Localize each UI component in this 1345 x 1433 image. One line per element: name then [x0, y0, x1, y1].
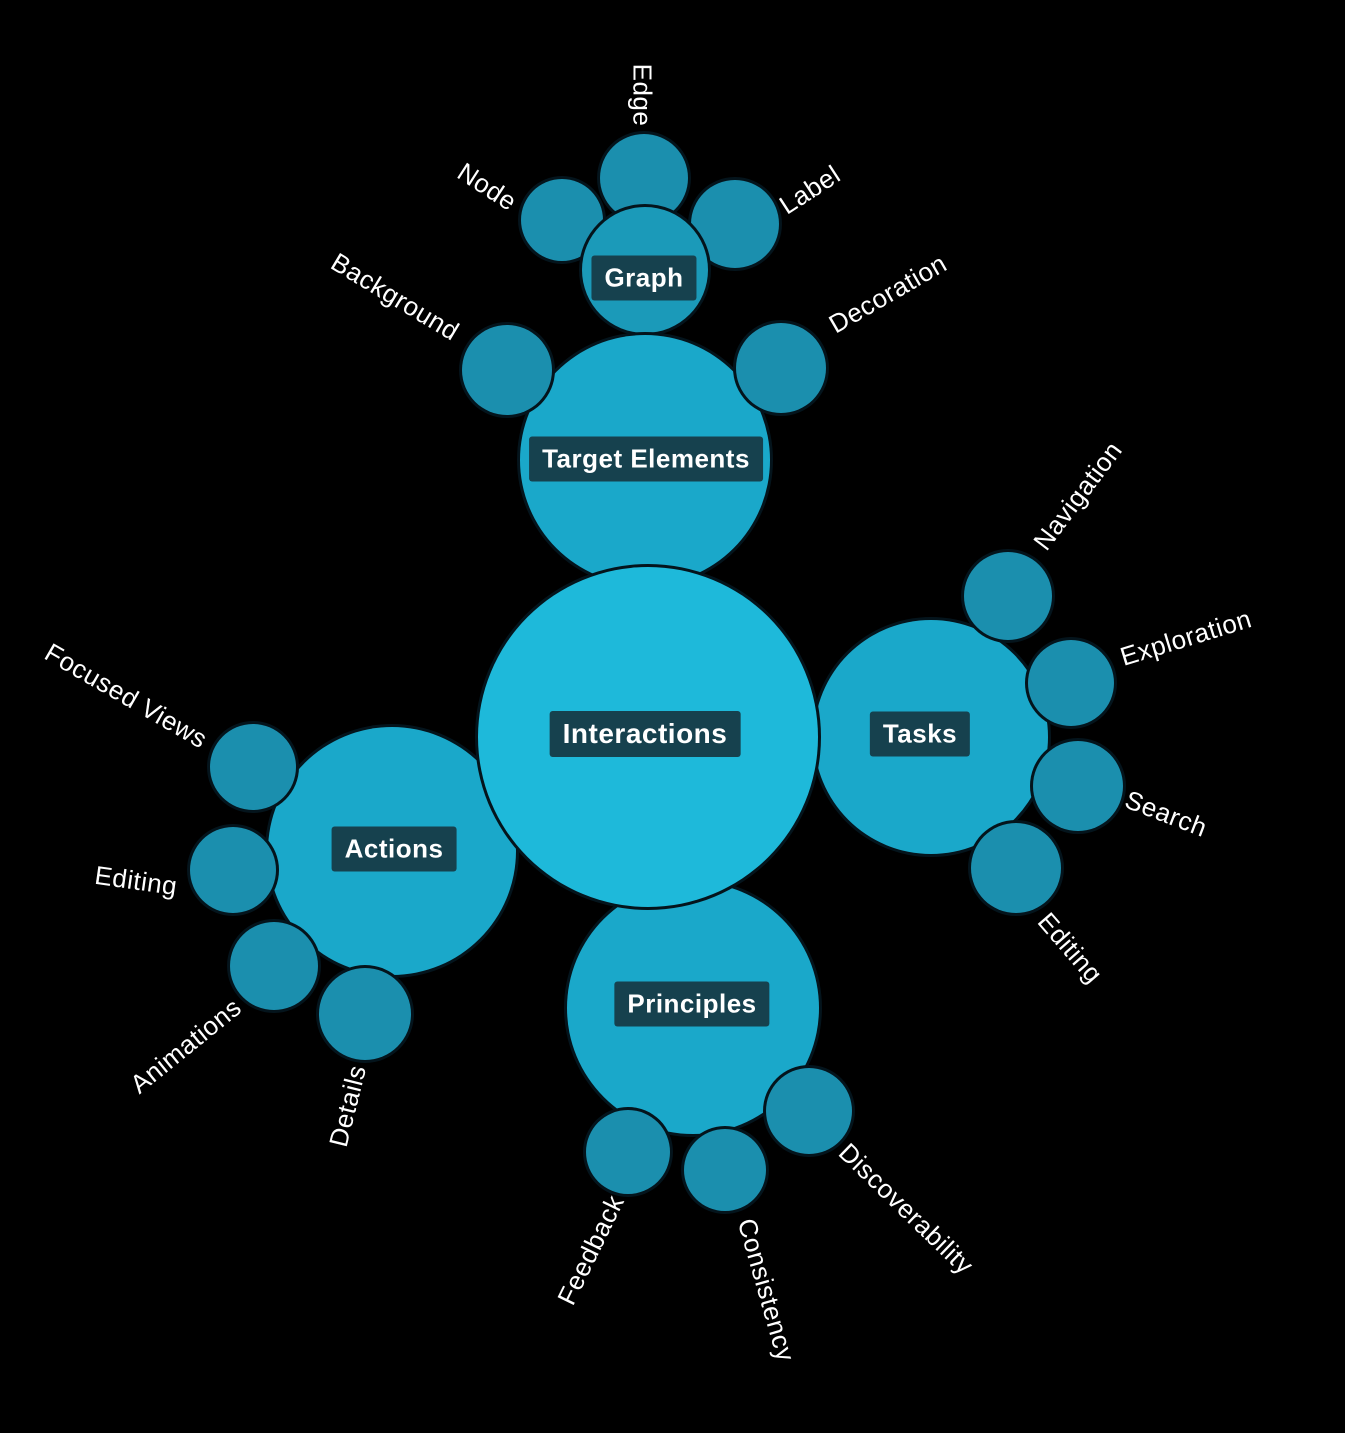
node-circle-decoration[interactable]	[736, 323, 826, 413]
leaf-label-feedback: Feedback	[551, 1190, 630, 1310]
leaf-label-navigation: Navigation	[1027, 435, 1129, 556]
node-circle-animations[interactable]	[230, 922, 318, 1010]
node-circle-editing-actions[interactable]	[190, 827, 276, 913]
node-circle-background[interactable]	[462, 325, 552, 415]
leaf-label-discoverability: Discoverability	[832, 1137, 980, 1281]
leaf-label-animations: Animations	[124, 991, 248, 1100]
leaf-label-search: Search	[1120, 784, 1212, 843]
node-chip-tasks[interactable]: Tasks	[869, 711, 971, 757]
node-chip-interactions[interactable]: Interactions	[549, 711, 741, 757]
node-circle-editing-tasks[interactable]	[971, 823, 1061, 913]
leaf-label-label: Label	[773, 158, 846, 221]
node-chip-graph[interactable]: Graph	[591, 255, 697, 301]
node-chip-principles[interactable]: Principles	[614, 981, 770, 1027]
node-circle-exploration[interactable]	[1028, 640, 1114, 726]
node-circle-feedback[interactable]	[586, 1110, 670, 1194]
leaf-label-editing-tasks: Editing	[1031, 906, 1109, 989]
leaf-label-background: Background	[325, 246, 465, 347]
leaf-label-edge: Edge	[627, 63, 658, 127]
node-circle-details[interactable]	[319, 968, 411, 1060]
node-circle-navigation[interactable]	[964, 552, 1052, 640]
leaf-label-node: Node	[452, 156, 523, 217]
node-circle-focused-views[interactable]	[210, 724, 296, 810]
leaf-label-editing-actions: Editing	[92, 859, 180, 902]
leaf-label-decoration: Decoration	[823, 247, 952, 340]
node-circle-consistency[interactable]	[684, 1129, 766, 1211]
node-circle-discoverability[interactable]	[766, 1068, 852, 1154]
leaf-label-details: Details	[322, 1061, 373, 1150]
node-chip-target-elements[interactable]: Target Elements	[529, 436, 763, 482]
leaf-label-exploration: Exploration	[1116, 603, 1256, 672]
node-circle-search[interactable]	[1033, 741, 1123, 831]
leaf-label-consistency: Consistency	[731, 1215, 802, 1365]
leaf-label-focused-views: Focused Views	[39, 636, 213, 755]
node-chip-actions[interactable]: Actions	[331, 826, 457, 872]
